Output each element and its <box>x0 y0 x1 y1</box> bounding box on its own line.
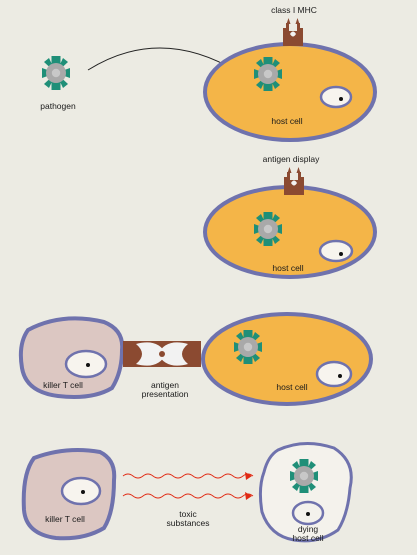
label-host-cell-3: host cell <box>276 382 308 392</box>
label-killer-t-cell-2: killer T cell <box>45 514 85 524</box>
label-dying-1: dying <box>297 524 319 534</box>
label-antigen-display: antigen display <box>262 154 320 164</box>
label-class-mhc: class I MHC <box>271 5 317 15</box>
label-pathogen: pathogen <box>40 101 76 111</box>
label-killer-t-cell-1: killer T cell <box>43 380 83 390</box>
killer-t-cell-2 <box>21 448 117 541</box>
label-antigen-presentation-1: antigen <box>151 380 179 390</box>
mhc-receptor-2 <box>284 167 304 195</box>
label-toxic-1: toxic <box>179 509 197 519</box>
mhc-receptor-1 <box>283 18 303 46</box>
pathogen-in-host-1 <box>254 57 282 91</box>
label-dying-2: host cell <box>292 533 324 543</box>
host-cell-1 <box>203 42 377 142</box>
antigen-presentation-complex <box>123 341 201 367</box>
killer-t-cell-1 <box>18 316 125 399</box>
label-antigen-presentation-2: presentation <box>141 389 189 399</box>
pathogen-in-host-2 <box>254 212 282 246</box>
pathogen-in-host-3 <box>234 330 262 364</box>
toxic-substance-waves <box>122 473 254 499</box>
label-host-cell-2: host cell <box>272 263 304 273</box>
pathogen-1 <box>42 56 70 90</box>
pathogen-in-dying-cell <box>290 459 318 493</box>
label-toxic-2: substances <box>166 518 210 528</box>
label-host-cell-1: host cell <box>271 116 303 126</box>
